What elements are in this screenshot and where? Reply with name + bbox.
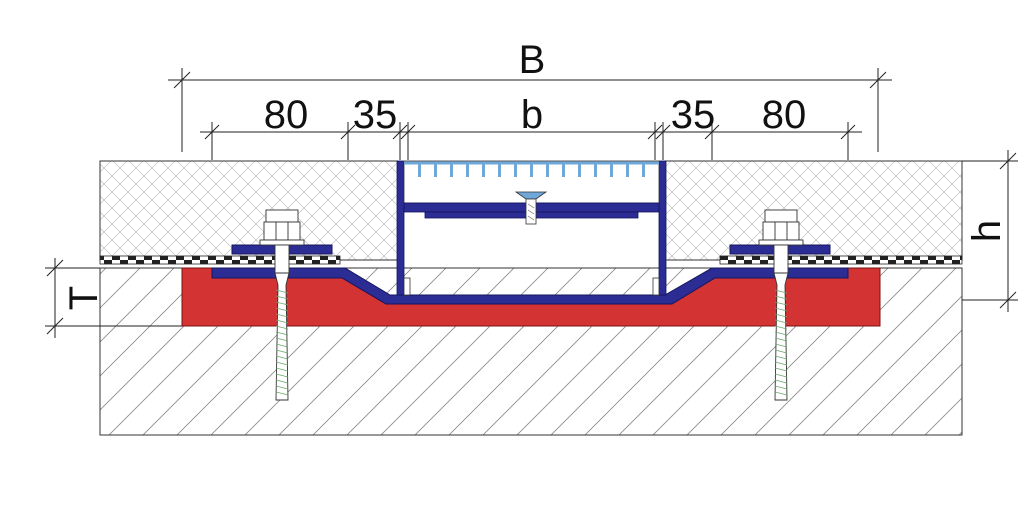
dimension-label-gap-left: 35 bbox=[353, 93, 398, 137]
grate-bar bbox=[482, 163, 485, 177]
screw-thread bbox=[774, 289, 788, 294]
screw-thread bbox=[774, 343, 788, 348]
grate-bar bbox=[450, 163, 453, 177]
dimension-label-b: b bbox=[521, 93, 543, 137]
screed-layer bbox=[99, 160, 963, 261]
bolt-part bbox=[274, 244, 290, 274]
grate-bar bbox=[642, 163, 645, 177]
screw-thread bbox=[275, 307, 289, 312]
screw-thread bbox=[774, 313, 788, 318]
bolt-part bbox=[764, 209, 798, 223]
bolt-part bbox=[762, 221, 800, 241]
dimension-label-T: T bbox=[62, 286, 106, 310]
screw-thread bbox=[275, 349, 289, 354]
screw-thread bbox=[275, 343, 289, 348]
screw-thread bbox=[275, 379, 289, 384]
anchor-bolt-left-icon bbox=[259, 209, 305, 401]
screw-thread bbox=[774, 319, 788, 324]
grate-bar bbox=[594, 163, 597, 177]
screw-thread bbox=[774, 337, 788, 342]
grate-bar bbox=[546, 163, 549, 177]
screw-thread bbox=[275, 289, 289, 294]
grate-bar bbox=[530, 163, 533, 177]
screw-thread bbox=[774, 349, 788, 354]
bolt-part bbox=[265, 209, 299, 223]
screw-thread bbox=[774, 331, 788, 336]
waterproof-membrane bbox=[99, 255, 963, 265]
screw-thread bbox=[774, 367, 788, 372]
screw-thread bbox=[774, 295, 788, 300]
bolt-part bbox=[758, 239, 804, 246]
bolt-part bbox=[263, 221, 301, 241]
anchor-bolt-right-icon bbox=[758, 209, 804, 401]
screw-thread bbox=[275, 325, 289, 330]
screw-thread bbox=[774, 361, 788, 366]
screw-thread bbox=[774, 301, 788, 306]
screw-thread bbox=[275, 385, 289, 390]
screw-thread bbox=[774, 379, 788, 384]
screw-thread bbox=[275, 373, 289, 378]
screw-thread bbox=[275, 391, 289, 396]
grate-bar bbox=[514, 163, 517, 177]
grate-bar bbox=[418, 163, 421, 177]
countersunk-screw-icon bbox=[514, 191, 548, 225]
screw-thread bbox=[275, 337, 289, 342]
grate-bar bbox=[578, 163, 581, 177]
screw-thread bbox=[774, 391, 788, 396]
screw-thread bbox=[774, 385, 788, 390]
screw-thread bbox=[774, 307, 788, 312]
screw-thread bbox=[275, 313, 289, 318]
screw-thread bbox=[774, 355, 788, 360]
screw-thread bbox=[275, 367, 289, 372]
screw-thread bbox=[774, 325, 788, 330]
dimension-label-h: h bbox=[965, 220, 1009, 242]
screw-thread bbox=[275, 319, 289, 324]
grate-bar bbox=[626, 163, 629, 177]
screw-thread bbox=[774, 373, 788, 378]
screw-thread bbox=[275, 295, 289, 300]
grate-bar bbox=[466, 163, 469, 177]
channel-walls bbox=[396, 160, 667, 296]
bolt-part bbox=[259, 239, 305, 246]
dimension-label-B: B bbox=[519, 38, 546, 82]
screw-thread bbox=[275, 331, 289, 336]
dimension-label-gap-right: 35 bbox=[671, 93, 716, 137]
grate-bar bbox=[562, 163, 565, 177]
grate-bar bbox=[498, 163, 501, 177]
screw-thread bbox=[275, 361, 289, 366]
bolt-part bbox=[773, 244, 789, 274]
screw-thread bbox=[275, 301, 289, 306]
grate-bar bbox=[434, 163, 437, 177]
dimension-label-flange-right: 80 bbox=[762, 93, 807, 137]
screw-thread bbox=[275, 355, 289, 360]
grate-bar bbox=[610, 163, 613, 177]
dimension-label-flange-left: 80 bbox=[264, 93, 309, 137]
dimension-lines bbox=[45, 68, 1018, 338]
